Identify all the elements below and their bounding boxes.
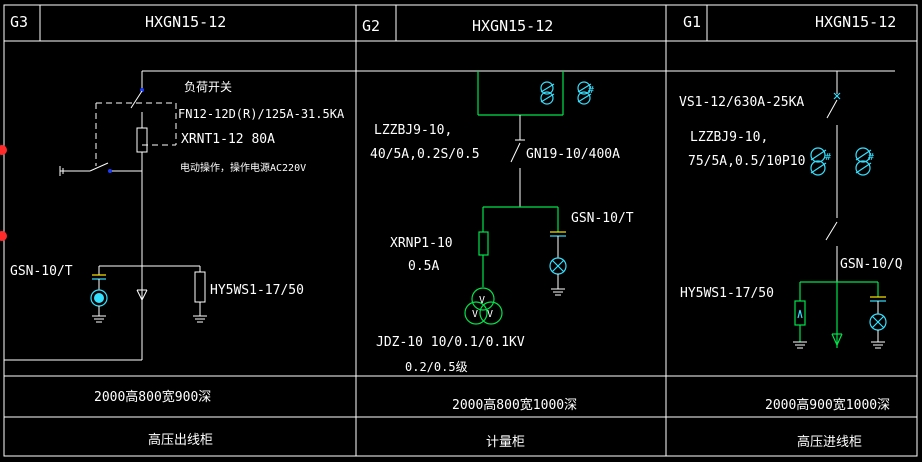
fuse-symbol xyxy=(136,127,148,153)
g2-indicator-label: GSN-10/T xyxy=(571,211,634,226)
g2-isolator-label: GN19-10/400A xyxy=(526,147,620,162)
arrester-symbol xyxy=(194,271,206,303)
ct-symbol-g1: # # xyxy=(810,147,874,176)
svg-text:#: # xyxy=(588,85,594,96)
g1-panel-name: 高压进线柜 xyxy=(797,434,862,450)
red-marker-top xyxy=(0,145,7,155)
g3-fuse-switch-label: FN12-12D(R)/125A-31.5KA xyxy=(178,107,345,121)
g2-pt-model-label: JDZ-10 10/0.1/0.1KV xyxy=(376,335,525,350)
panel-model-g3: HXGN15-12 xyxy=(145,13,226,31)
svg-text:V: V xyxy=(472,309,478,320)
g2-pt-fuse-label: XRNP1-10 xyxy=(390,236,453,251)
g3-panel-name: 高压出线柜 xyxy=(148,432,213,448)
g3-arrester-label: HY5WS1-17/50 xyxy=(210,283,304,298)
g3-operation-label: 电动操作，操作电源AC220V xyxy=(180,161,306,174)
g1-indicator-label: GSN-10/Q xyxy=(840,257,903,272)
g2-panel-name: 计量柜 xyxy=(486,435,525,450)
g2-circuit: # V V V xyxy=(464,71,594,325)
g1-dimensions: 2000高900宽1000深 xyxy=(765,397,890,413)
panel-id-g2: G2 xyxy=(362,17,380,35)
g1-ct-ratio-label: 75/5A,0.5/10P10 xyxy=(688,154,805,169)
svg-text:V: V xyxy=(487,309,493,320)
panel-model-g2: HXGN15-12 xyxy=(472,17,553,35)
g1-circuit: # # xyxy=(793,71,887,349)
g3-indicator-label: GSN-10/T xyxy=(10,264,73,279)
g2-pt-class-label: 0.2/0.5级 xyxy=(405,360,468,374)
g2-pt-fuse-rating-label: 0.5A xyxy=(408,259,439,274)
g2-ct-ratio-label: 40/5A,0.2S/0.5 xyxy=(370,147,480,162)
drawing-frame xyxy=(3,4,918,457)
g3-load-switch-label: 负荷开关 xyxy=(184,80,232,94)
pt-fuse-symbol xyxy=(478,231,489,256)
pt-symbol: V V V xyxy=(464,287,503,325)
g3-circuit xyxy=(4,71,207,361)
panel-model-g1: HXGN15-12 xyxy=(815,13,896,31)
g3-fuse-label: XRNT1-12 80A xyxy=(181,132,275,147)
g1-ct-model-label: LZZBJ9-10, xyxy=(690,130,768,145)
g1-arrester-label: HY5WS1-17/50 xyxy=(680,286,774,301)
red-marker-bottom xyxy=(0,231,7,241)
arrester-symbol-g1 xyxy=(794,300,806,326)
ct-symbol: # xyxy=(540,81,594,105)
svg-text:V: V xyxy=(479,295,485,306)
g1-breaker-label: VS1-12/630A-25KA xyxy=(679,95,804,110)
svg-text:#: # xyxy=(825,152,831,163)
panel-id-g3: G3 xyxy=(10,13,28,31)
g2-ct-model-label: LZZBJ9-10, xyxy=(374,123,452,138)
g3-dimensions: 2000高800宽900深 xyxy=(94,389,211,405)
svg-text:#: # xyxy=(868,152,874,163)
g2-dimensions: 2000高800宽1000深 xyxy=(452,397,577,413)
panel-id-g1: G1 xyxy=(683,13,701,31)
